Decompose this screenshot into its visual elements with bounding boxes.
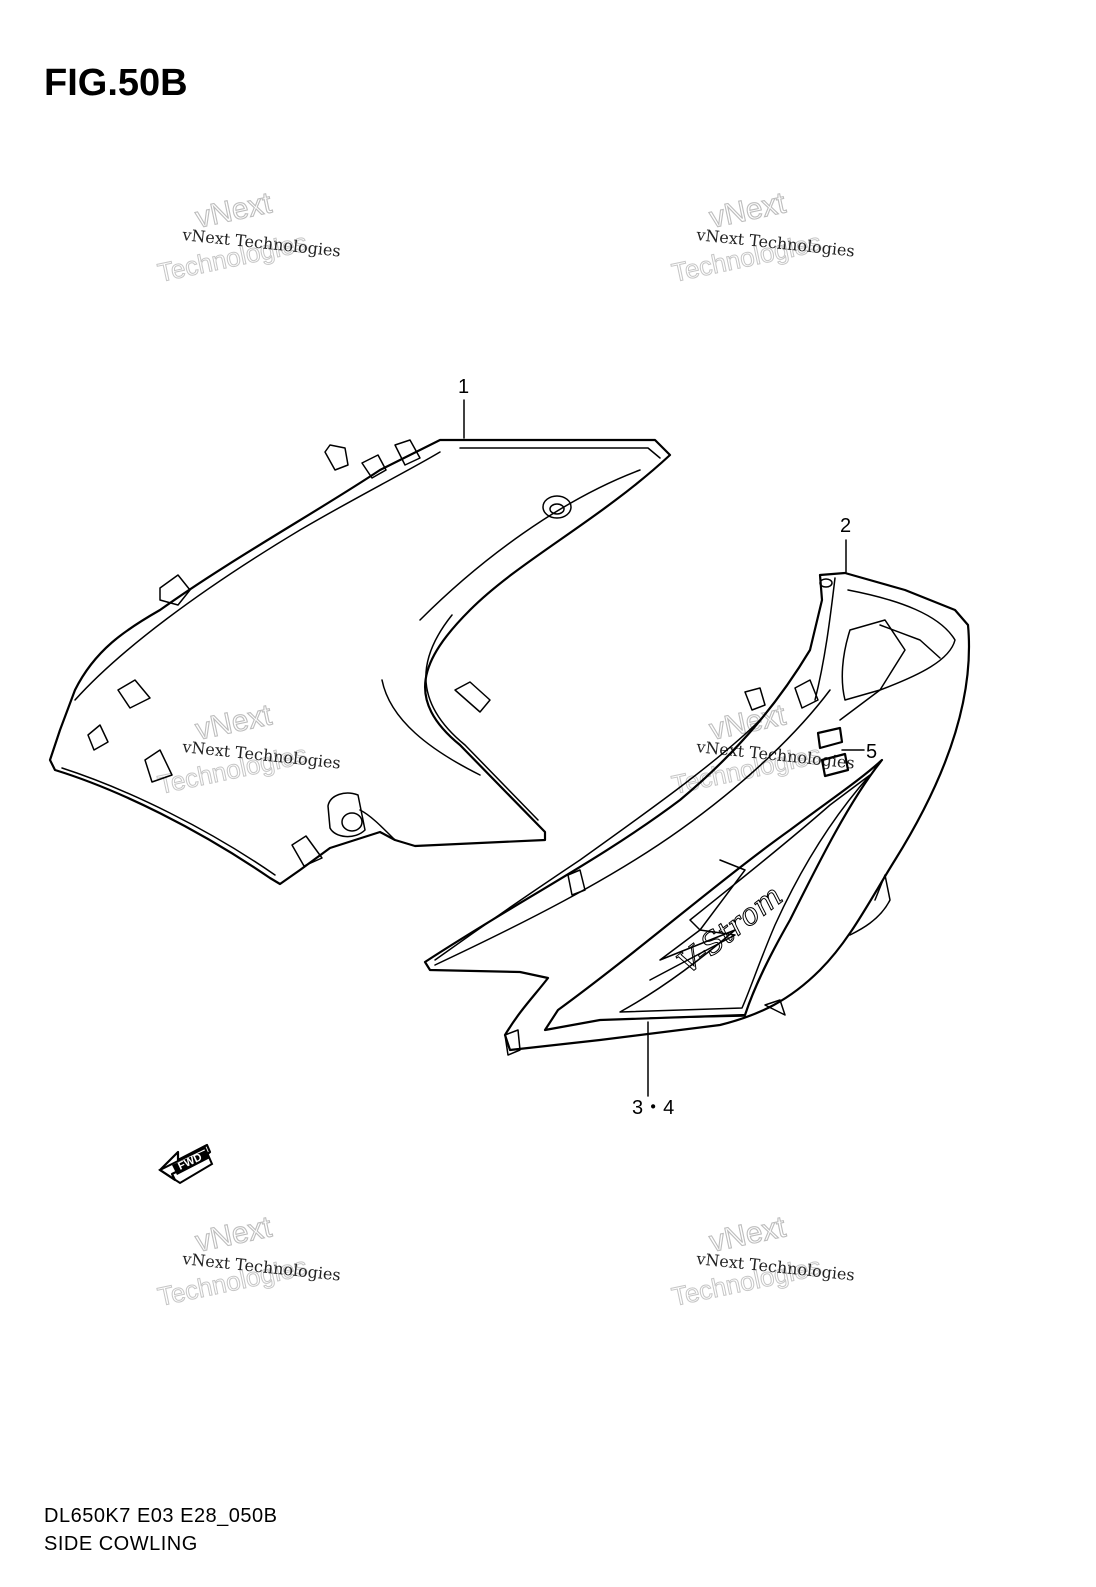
figure-title: FIG.50B — [44, 62, 188, 104]
fwd-arrow-label: FWD — [176, 1151, 204, 1172]
part-1-side-cowling: 1 — [48, 376, 672, 886]
fwd-arrow-icon: FWD — [157, 1143, 214, 1185]
watermark-top-left: vNext Technologies vNext Technologies — [155, 186, 342, 288]
callout-5-label: 5 — [866, 741, 877, 763]
watermark-bottom-right: vNext Technologies vNext Technologies — [669, 1210, 856, 1312]
callout-1-label: 1 — [458, 376, 469, 398]
callout-3-4-label: 3・4 — [632, 1097, 674, 1119]
diagram-code: DL650K7 E03 E28_050B — [44, 1505, 278, 1527]
diagram-name: SIDE COWLING — [44, 1533, 198, 1555]
emblem-decal-text: V-Strom — [671, 878, 789, 981]
part-5-badge: 5 — [816, 726, 877, 778]
watermark-top-right: vNext Technologies vNext Technologies — [669, 186, 856, 288]
part-3-4-emblem: V-Strom 3・4 — [543, 758, 884, 1119]
watermark-bottom-left: vNext Technologies vNext Technologies — [155, 1210, 342, 1312]
callout-2-label: 2 — [840, 515, 851, 537]
watermark-middle-left: vNext Technologies vNext Technologies — [155, 698, 342, 800]
part-2-side-cowling: 2 — [423, 515, 971, 1056]
